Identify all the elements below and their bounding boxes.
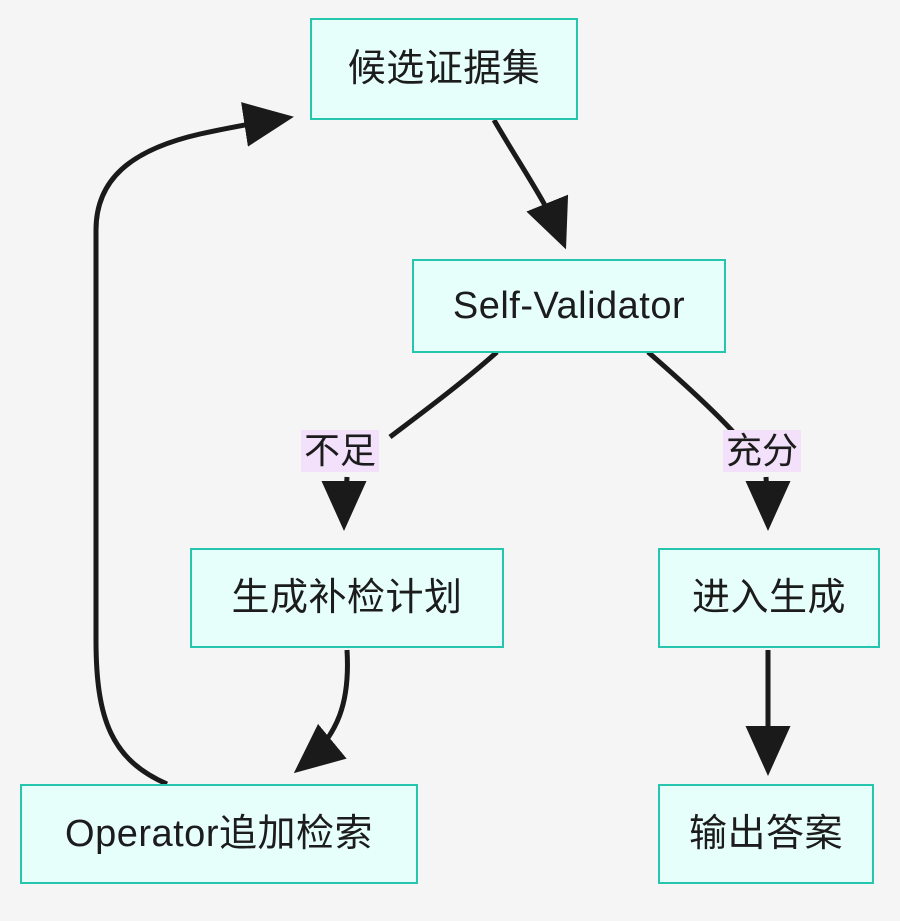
edge-candidate-to-validator	[491, 118, 569, 250]
edge-generation-arrow	[745, 476, 791, 532]
node-label-supplement-plan: 生成补检计划	[231, 577, 463, 619]
edge-validator-to-plan	[388, 350, 499, 439]
edge-label-insufficient: 不足	[301, 430, 380, 473]
node-label-operator-retrieval: Operator追加检索	[65, 813, 373, 855]
node-output-answer[interactable]: 输出答案	[658, 784, 874, 884]
node-enter-generation[interactable]: 进入生成	[658, 548, 880, 648]
node-self-validator[interactable]: Self-Validator	[412, 259, 726, 353]
node-label-candidate-evidence: 候选证据集	[347, 48, 541, 90]
node-label-enter-generation: 进入生成	[691, 577, 846, 619]
node-candidate-evidence[interactable]: 候选证据集	[310, 18, 578, 120]
node-supplement-plan[interactable]: 生成补检计划	[190, 548, 504, 648]
node-label-self-validator: Self-Validator	[452, 285, 686, 327]
edge-operator-to-candidate	[93, 102, 294, 787]
edge-label-sufficient: 充分	[723, 430, 802, 473]
node-operator-retrieval[interactable]: Operator追加检索	[20, 784, 418, 884]
node-label-output-answer: 输出答案	[688, 813, 843, 855]
edge-plan-arrow	[321, 476, 367, 532]
edge-validator-to-generation	[646, 350, 738, 437]
edge-plan-to-operator	[293, 649, 350, 774]
